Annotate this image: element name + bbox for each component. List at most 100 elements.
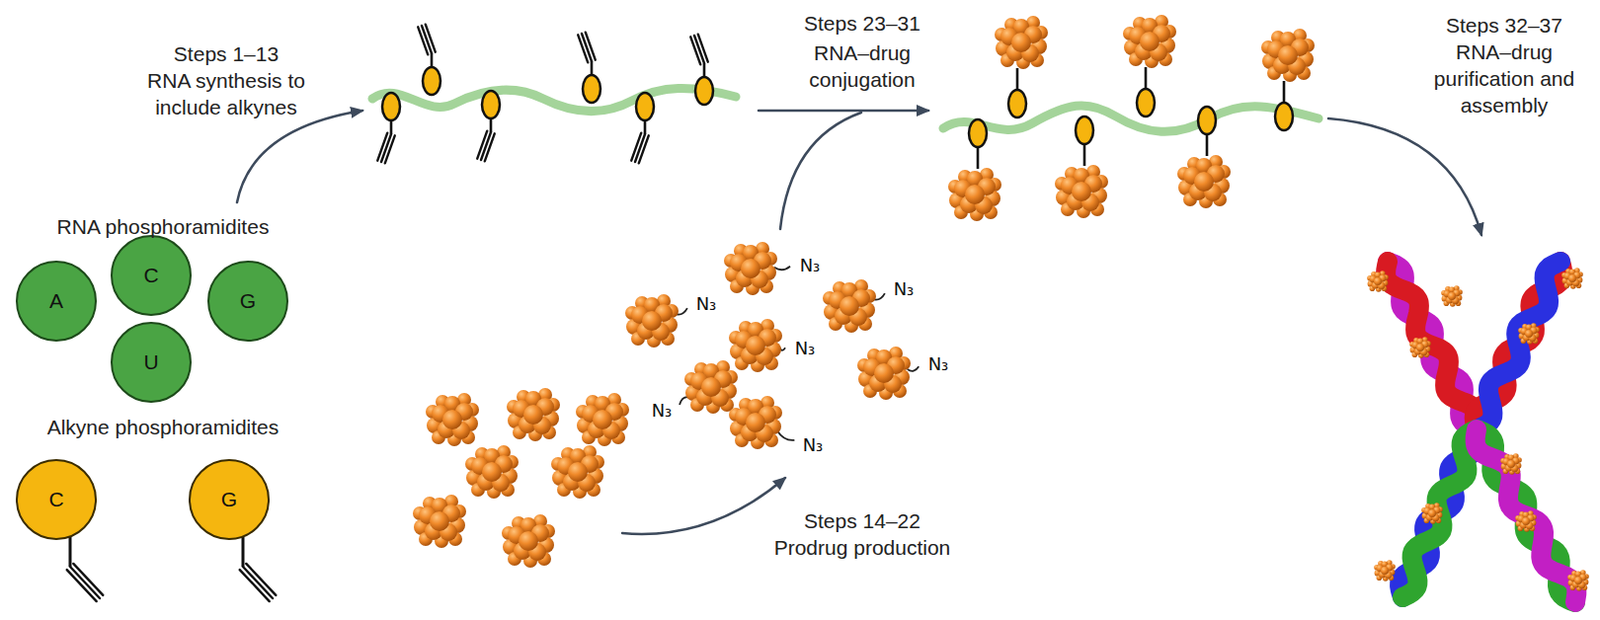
modified-nucleotide <box>481 90 500 119</box>
alkyne-bond <box>585 32 596 61</box>
linker <box>1282 80 1286 103</box>
base-letter: G <box>221 487 238 512</box>
linker <box>1144 67 1148 89</box>
process-arrow <box>780 112 862 230</box>
step-description: RNA–drug purification and assembly <box>1423 38 1587 119</box>
modified-nucleotide <box>582 75 601 103</box>
drug-molecule <box>857 346 911 400</box>
drug-molecule <box>506 388 560 442</box>
drug-molecule <box>822 279 877 333</box>
rna-drug-strand <box>943 14 1319 222</box>
step-heading: Steps 23–31 <box>763 9 961 37</box>
rna-helix-strand <box>1474 261 1564 430</box>
alkyne-bond <box>698 34 709 63</box>
alkyne-bond <box>242 566 273 599</box>
azide-label: N₃ <box>641 400 682 422</box>
linker <box>1083 144 1087 166</box>
phosphoramidite-circle: A <box>15 260 97 342</box>
linker <box>390 120 394 135</box>
base-letter: C <box>48 487 64 512</box>
modified-nucleotide <box>382 92 400 121</box>
alkyne-bond <box>425 24 436 53</box>
drug-molecule <box>1567 569 1590 592</box>
phosphoramidite-circle: C <box>110 235 192 317</box>
phosphoramidite-circle: G <box>188 459 270 541</box>
phosphoramidite-circle: C <box>15 459 97 541</box>
drug-molecule <box>465 445 519 499</box>
group-label: RNA phosphoramidites <box>24 213 302 240</box>
drug-molecule <box>1261 28 1315 82</box>
drug-molecule <box>1561 267 1584 290</box>
modified-nucleotide <box>1008 89 1027 118</box>
linker <box>489 118 493 133</box>
linker <box>590 61 594 76</box>
alkyne-bond <box>67 569 97 602</box>
drug-molecule <box>684 360 738 414</box>
alkyne-bond <box>377 133 388 161</box>
step-heading: Steps 14–22 <box>763 507 961 535</box>
azide-label: N₃ <box>793 434 833 457</box>
linker <box>643 120 647 135</box>
modified-nucleotide <box>1075 116 1094 145</box>
drug-molecule <box>723 241 778 296</box>
rna-helix-strand <box>1475 429 1578 603</box>
drug-molecule <box>1373 560 1396 582</box>
modified-nucleotide <box>695 77 714 105</box>
azide-label: N₃ <box>785 337 825 360</box>
drug-molecule <box>994 15 1048 70</box>
process-arrow <box>237 110 363 203</box>
modified-nucleotide <box>422 67 441 95</box>
alkyne-bond <box>477 131 487 160</box>
rna-backbone <box>943 105 1319 132</box>
rna-assembly <box>1366 261 1590 603</box>
step-description: Prodrug production <box>743 534 981 561</box>
drug-molecule <box>1177 155 1231 209</box>
modified-nucleotide <box>968 119 987 148</box>
drug-molecule <box>1122 14 1177 69</box>
rna-helix-strand <box>1476 261 1561 430</box>
linker <box>1205 134 1209 157</box>
process-arrow <box>1328 118 1482 236</box>
linker <box>976 147 980 169</box>
phosphoramidite-circle: U <box>110 321 192 403</box>
drug-molecule <box>1421 502 1443 525</box>
rna-strand-alkyne <box>372 24 736 164</box>
drug-molecule <box>948 167 1002 222</box>
linker <box>1016 68 1020 90</box>
alkyne-bond <box>245 563 276 596</box>
drug-molecule <box>1366 270 1389 293</box>
rna-helix-strand <box>1399 429 1480 598</box>
linker <box>241 537 245 567</box>
drug-molecule <box>728 396 783 450</box>
step-heading: Steps 32–37 <box>1405 11 1600 39</box>
base-letter: U <box>143 350 159 375</box>
alkyne-tails <box>67 537 277 602</box>
drug-molecule <box>1440 285 1463 308</box>
azide-label: N₃ <box>883 278 924 301</box>
alkyne-bond <box>631 133 641 161</box>
process-arrow <box>622 478 786 535</box>
phosphoramidite-circle: G <box>207 260 289 342</box>
azide-prodrugs <box>625 241 919 450</box>
drug-molecule <box>1500 453 1522 476</box>
rna-helix-strand <box>1385 261 1479 430</box>
drug-molecule <box>625 294 679 348</box>
linker <box>69 537 73 567</box>
step-description: RNA synthesis to include alkynes <box>137 67 316 121</box>
base-letter: C <box>143 263 159 288</box>
alkyne-bond <box>70 566 100 599</box>
drug-molecule <box>425 393 480 447</box>
drug-molecule <box>501 514 556 568</box>
drug-molecule <box>412 494 467 549</box>
process-arrow <box>758 109 929 113</box>
drug-molecule <box>1515 510 1537 533</box>
process-arrows <box>237 110 1482 535</box>
prodrug-cluster <box>412 388 630 568</box>
base-letter: G <box>240 289 256 314</box>
modified-nucleotide <box>1275 102 1293 131</box>
drug-molecule <box>575 393 630 447</box>
linker <box>430 53 434 68</box>
step-heading: Steps 1–13 <box>127 40 325 68</box>
